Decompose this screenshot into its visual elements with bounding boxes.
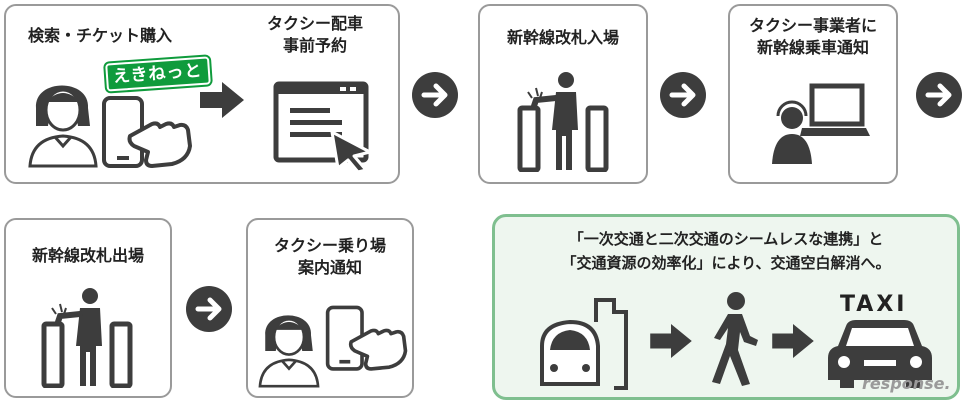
step-label-search-ticket: 検索・チケット購入	[28, 26, 173, 45]
next-step-arrow	[660, 72, 706, 118]
right-arrow-icon	[650, 324, 692, 358]
arrow-right-icon	[195, 297, 222, 321]
step-label-taxi-operator: タクシー事業者に	[748, 16, 877, 35]
web-reservation-icon	[273, 81, 372, 172]
step-label-advance-booking: 事前予約	[282, 36, 347, 55]
taxi-sign-text: TAXI	[840, 292, 908, 317]
step-label-shinkansen-notify: 新幹線乗車通知	[756, 38, 869, 57]
summary-line-1: 「一次交通と二次交通のシームレスな連携」と	[568, 230, 884, 248]
operator-computer-icon	[772, 83, 870, 164]
arrow-right-icon	[421, 83, 448, 107]
arrow-right-icon	[669, 83, 696, 107]
response-watermark: response.	[862, 374, 951, 393]
right-arrow-icon	[772, 324, 814, 358]
next-step-arrow	[186, 286, 232, 332]
arrow-right-icon	[925, 83, 952, 107]
shinkansen-icon	[540, 298, 628, 390]
woman-icon	[258, 315, 320, 388]
smartphone-tap-icon	[325, 305, 408, 371]
smartphone-tap-icon	[102, 96, 192, 168]
next-step-arrow	[916, 72, 962, 118]
next-step-arrow	[412, 72, 458, 118]
taxi-car-icon	[828, 320, 932, 388]
woman-icon	[28, 85, 98, 168]
summary-line-2: 「交通資源の効率化」により、交通空白解消へ。	[561, 254, 891, 272]
walking-person-icon	[712, 292, 758, 386]
step-label-gate-entry: 新幹線改札入場	[506, 28, 619, 47]
step-label-guide-notify: 案内通知	[297, 258, 362, 277]
ticket-gate-person-icon	[41, 288, 133, 388]
ticket-gate-person-icon	[517, 72, 609, 172]
right-arrow-icon	[200, 82, 244, 118]
step-label-gate-exit: 新幹線改札出場	[31, 246, 144, 265]
step-label-taxi-dispatch: タクシー配車	[266, 14, 363, 33]
step-label-taxi-stand: タクシー乗り場	[273, 236, 386, 255]
